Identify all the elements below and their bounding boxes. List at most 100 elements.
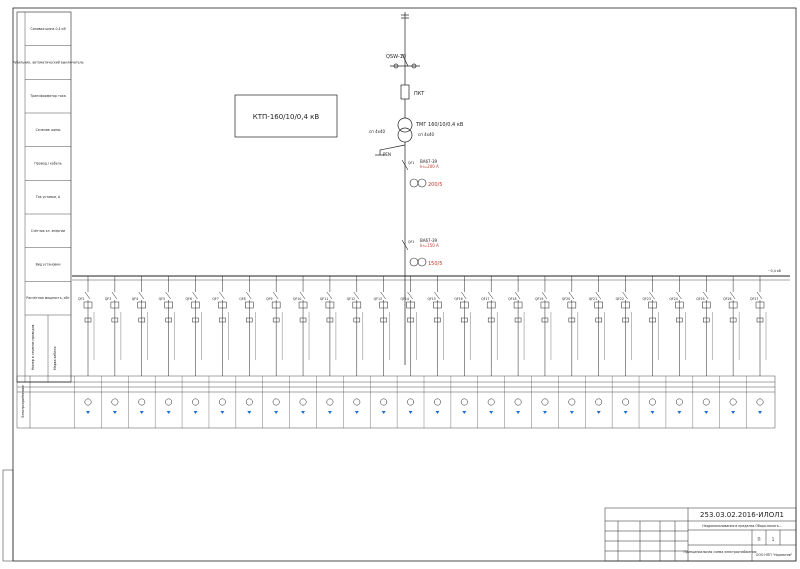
- left-bottom-label: Номер и сечение проводов: [31, 324, 35, 370]
- feeder: [325, 276, 337, 376]
- load-icon: [165, 398, 173, 406]
- feeder: [486, 276, 498, 376]
- feeder-code: QF27: [750, 297, 758, 301]
- feeder: [728, 276, 740, 376]
- feeder-code: QF2: [78, 297, 84, 301]
- load-icon: [595, 398, 603, 406]
- load-icon: [299, 398, 307, 406]
- load-icon: [649, 398, 656, 406]
- lamp-icon: [381, 411, 386, 414]
- feeder-code: QF20: [562, 297, 570, 301]
- feeder: [406, 276, 417, 376]
- lamp-icon: [435, 411, 440, 414]
- lamp-icon: [623, 411, 628, 414]
- feeder: [701, 276, 713, 376]
- left-row-label: Трансформатор тока: [29, 94, 65, 98]
- lamp-icon: [596, 411, 601, 414]
- ktp-box: [234, 94, 338, 138]
- lv-label: сп 4х40: [418, 132, 435, 137]
- left-row-label: Провод / кабель: [34, 162, 61, 166]
- feeder-code: QF7: [212, 297, 218, 301]
- feeder: [218, 276, 229, 376]
- drawing-title: Принципиальная схема электроснабжения: [684, 550, 757, 554]
- lamp-icon: [274, 411, 279, 414]
- bottom-side-label: Электроприёмники: [21, 385, 25, 418]
- left-row-label: Счётчик эл. энергии: [31, 229, 65, 233]
- lamp-icon: [166, 411, 171, 414]
- ct2-label: 150/5: [428, 261, 442, 267]
- feeder-code: QF10: [293, 297, 301, 301]
- sheet-number: 1: [772, 537, 775, 542]
- feeder-code: QF14: [401, 297, 409, 301]
- load-icon: [729, 398, 737, 406]
- qf2-label: QF1: [408, 240, 414, 244]
- load-icon: [622, 398, 630, 406]
- feeder: [164, 276, 175, 376]
- load-icon: [353, 398, 361, 406]
- load-icon: [460, 398, 468, 406]
- lamp-icon: [677, 411, 682, 414]
- load-icon: [756, 398, 764, 406]
- feeder-code: QF23: [642, 297, 650, 301]
- ct1-label: 200/5: [428, 182, 442, 188]
- load-icon: [111, 398, 119, 406]
- feeder: [513, 276, 525, 376]
- doc-description: Недропользования в пределах Оборо-нахоть…: [702, 524, 781, 528]
- hv-chain: [375, 12, 420, 365]
- load-icon: [514, 398, 522, 406]
- feeder-code: QF11: [320, 297, 328, 301]
- hv-label: сп 4х40: [369, 129, 386, 134]
- feeder-code: QF4: [132, 297, 138, 301]
- feeder-code: QF24: [669, 297, 677, 301]
- feeder: [83, 276, 95, 376]
- feeder: [594, 276, 605, 376]
- feeder-code: QF8: [239, 297, 245, 301]
- qf1-label: QF1: [408, 161, 414, 165]
- lamp-icon: [354, 411, 359, 414]
- load-icon: [84, 398, 92, 406]
- feeder: [755, 276, 767, 376]
- lamp-icon: [193, 411, 198, 414]
- load-icon: [702, 398, 710, 406]
- lamp-icon: [301, 411, 306, 414]
- feeder-code: QF22: [616, 297, 624, 301]
- load-icon: [487, 398, 495, 406]
- left-row-label: Ток уставки, А: [35, 195, 61, 199]
- lamp-icon: [220, 411, 225, 414]
- feeder-code: QF25: [696, 297, 704, 301]
- feeder-code: QF21: [589, 297, 597, 301]
- lamp-icon: [408, 411, 413, 414]
- ktp-label: КТП-160/10/0,4 кВ: [253, 113, 320, 121]
- left-row-label: Силовая шина 0,4 кВ: [30, 27, 65, 31]
- feeder-code: QF17: [481, 297, 489, 301]
- lamp-icon: [758, 411, 762, 414]
- qf2-rating: Iн=150 А: [420, 243, 439, 248]
- left-table-rows: Силовая шина 0,4 кВ Рубильник, автоматиче…: [12, 27, 84, 382]
- lamp-icon: [489, 411, 494, 414]
- feeder-code: QF13: [374, 297, 382, 301]
- left-row-label: Расчётная мощность, кВт: [26, 296, 69, 300]
- feeder: [245, 276, 256, 376]
- left-row-label: Вид установки: [36, 263, 61, 267]
- feeder: [137, 276, 148, 376]
- bus-label: ~0,4 кВ: [768, 269, 781, 273]
- feeder: [110, 276, 122, 376]
- lamp-icon: [704, 411, 709, 414]
- lamp-icon: [86, 411, 90, 414]
- lamp-icon: [112, 411, 117, 414]
- lamp-icon: [731, 411, 736, 414]
- load-icon: [407, 398, 415, 406]
- load-icon: [245, 398, 253, 406]
- lamp-icon: [462, 411, 467, 414]
- left-row-label: Рубильник, автоматический выключатель: [12, 61, 83, 65]
- feeder: [352, 276, 363, 376]
- load-icon: [433, 398, 441, 406]
- qf1-type: ВА67-39: [420, 159, 438, 164]
- lamp-icon: [247, 411, 252, 414]
- transformer-label: ТМГ 160/10/0,4 кВ: [415, 122, 464, 128]
- load-icon: [272, 398, 280, 406]
- lamp-icon: [516, 411, 521, 414]
- lamp-icon: [650, 411, 655, 414]
- bottom-table-cells: [74, 376, 764, 428]
